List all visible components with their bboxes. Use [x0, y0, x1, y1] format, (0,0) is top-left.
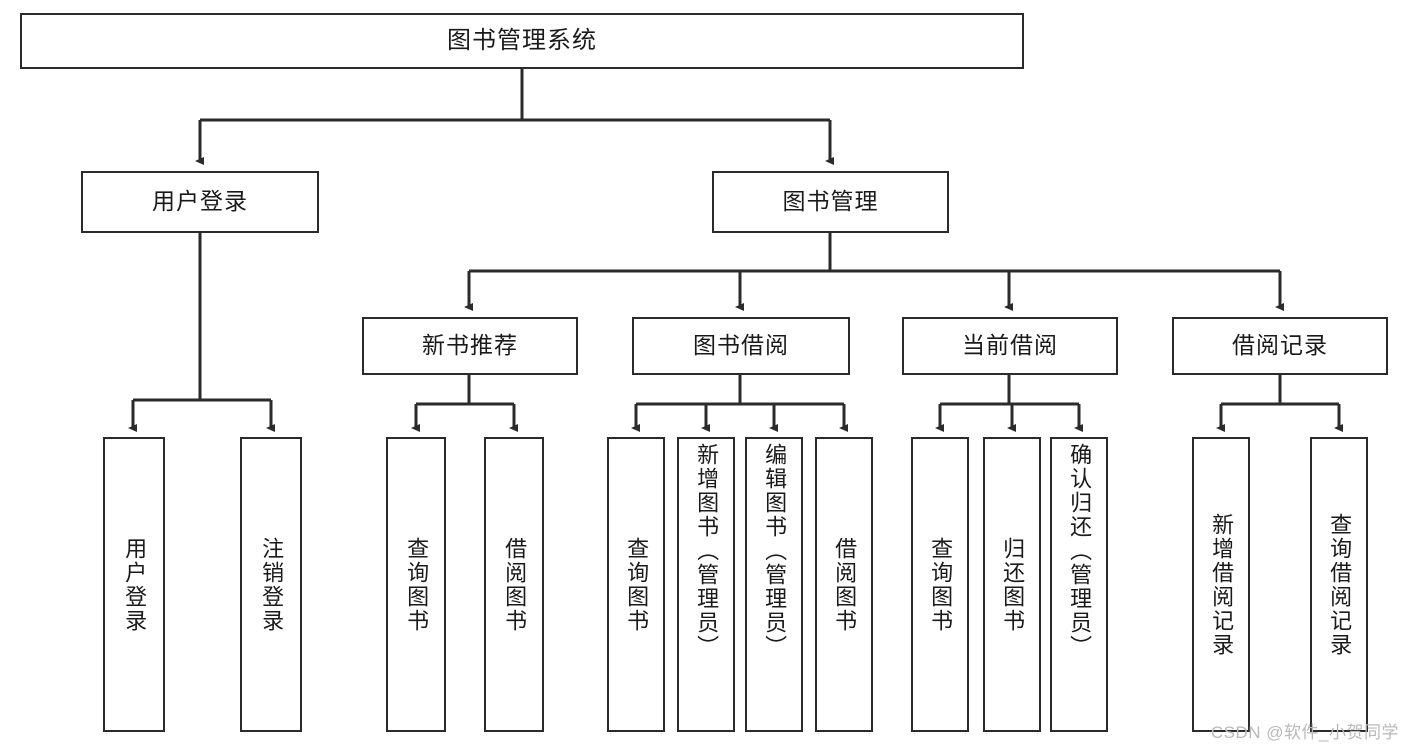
- node-leaf-borrow-book-1-label: 借阅图书: [502, 536, 528, 633]
- node-leaf-query-book-3-label: 查询图书: [928, 536, 954, 633]
- node-leaf-confirm-return-label: 确认归还（管理员）: [1067, 443, 1093, 659]
- node-leaf-borrow-book-2[interactable]: 借阅图书: [815, 437, 873, 732]
- node-book-borrow-label: 图书借阅: [693, 332, 789, 359]
- node-current-borrow[interactable]: 当前借阅: [902, 317, 1118, 375]
- node-leaf-add-book-label: 新增图书（管理员）: [694, 443, 720, 659]
- node-leaf-return-book[interactable]: 归还图书: [983, 437, 1041, 732]
- node-borrow-record[interactable]: 借阅记录: [1172, 317, 1388, 375]
- node-new-book-recommend-label: 新书推荐: [422, 332, 518, 359]
- node-root-label: 图书管理系统: [447, 26, 597, 54]
- node-borrow-record-label: 借阅记录: [1232, 332, 1328, 359]
- node-leaf-query-book-1-label: 查询图书: [404, 536, 430, 633]
- node-leaf-add-book[interactable]: 新增图书（管理员）: [677, 437, 735, 732]
- node-leaf-query-record[interactable]: 查询借阅记录: [1310, 437, 1368, 732]
- node-leaf-query-book-2-label: 查询图书: [624, 536, 650, 633]
- node-leaf-query-record-label: 查询借阅记录: [1327, 512, 1353, 657]
- node-leaf-add-record[interactable]: 新增借阅记录: [1192, 437, 1250, 732]
- node-leaf-return-book-label: 归还图书: [1000, 536, 1026, 633]
- node-new-book-recommend[interactable]: 新书推荐: [362, 317, 578, 375]
- node-leaf-query-book-2[interactable]: 查询图书: [607, 437, 665, 732]
- node-leaf-confirm-return[interactable]: 确认归还（管理员）: [1050, 437, 1108, 732]
- node-root[interactable]: 图书管理系统: [20, 13, 1024, 69]
- node-leaf-user-login-label: 用户登录: [122, 536, 148, 633]
- watermark-text: CSDN @软件_小贺同学: [1210, 723, 1399, 742]
- node-leaf-add-record-label: 新增借阅记录: [1209, 512, 1235, 657]
- node-leaf-logout-label: 注销登录: [259, 536, 285, 633]
- node-leaf-user-login[interactable]: 用户登录: [103, 437, 165, 732]
- node-leaf-edit-book[interactable]: 编辑图书（管理员）: [745, 437, 803, 732]
- node-book-manage[interactable]: 图书管理: [712, 171, 949, 233]
- node-book-manage-label: 图书管理: [782, 188, 879, 215]
- node-user-login-label: 用户登录: [152, 188, 248, 215]
- node-book-borrow[interactable]: 图书借阅: [632, 317, 850, 375]
- node-leaf-borrow-book-2-label: 借阅图书: [832, 536, 858, 633]
- node-leaf-query-book-1[interactable]: 查询图书: [386, 437, 446, 732]
- node-leaf-borrow-book-1[interactable]: 借阅图书: [484, 437, 544, 732]
- node-user-login[interactable]: 用户登录: [81, 171, 319, 233]
- node-leaf-edit-book-label: 编辑图书（管理员）: [762, 443, 788, 659]
- node-leaf-logout[interactable]: 注销登录: [240, 437, 302, 732]
- node-leaf-query-book-3[interactable]: 查询图书: [911, 437, 969, 732]
- node-current-borrow-label: 当前借阅: [962, 332, 1058, 359]
